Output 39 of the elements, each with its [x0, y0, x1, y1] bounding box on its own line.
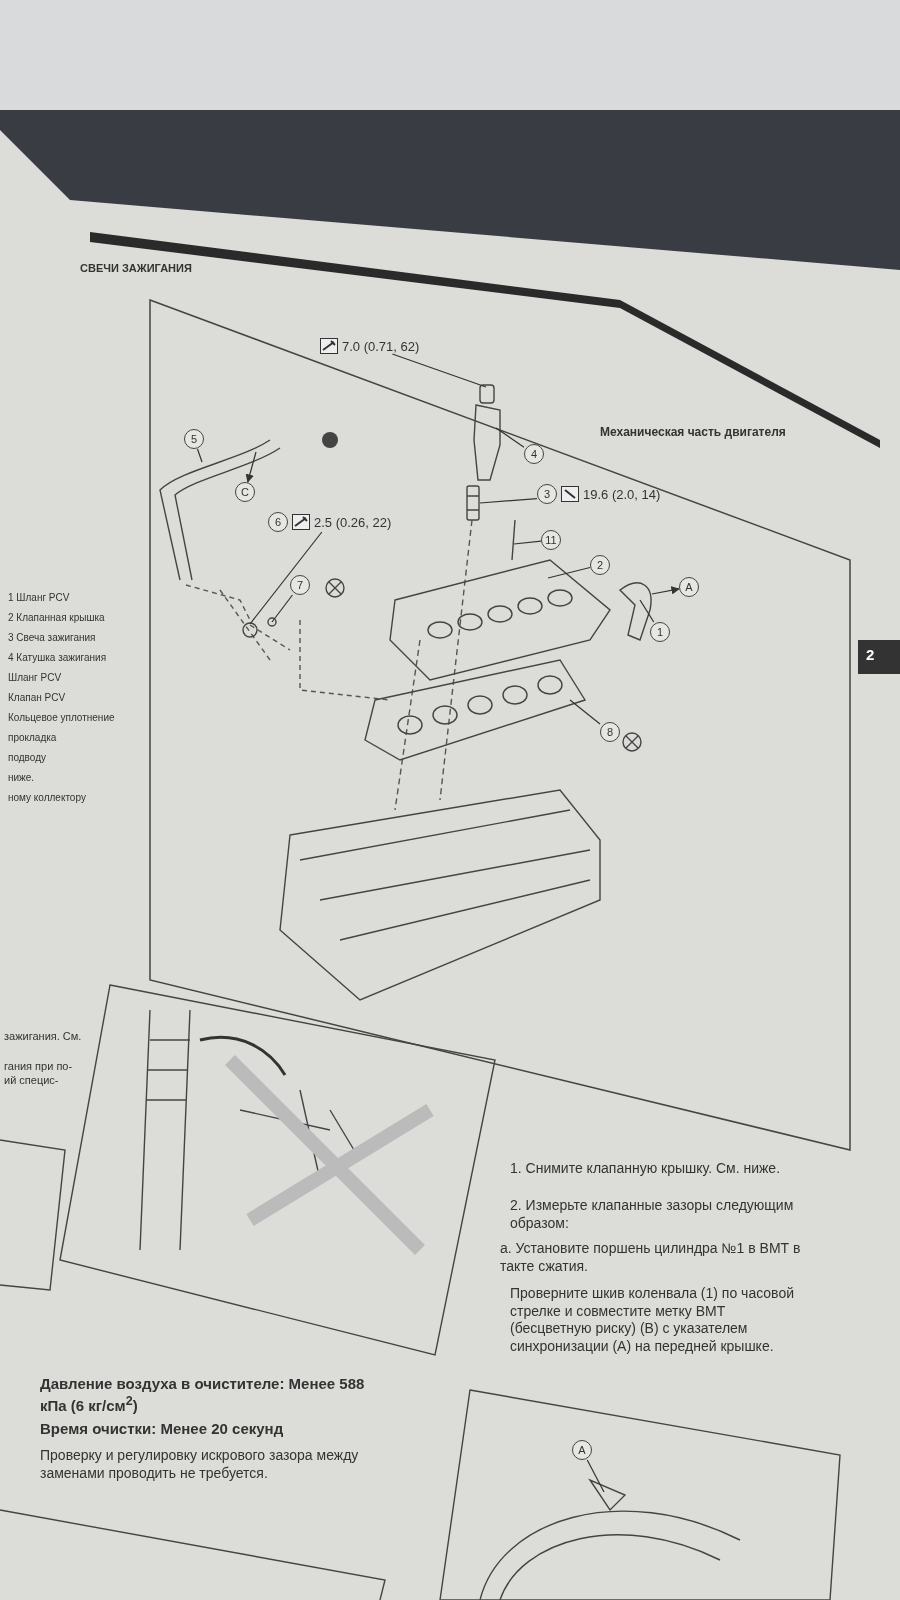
leader-line — [639, 599, 655, 623]
parts-list-item: Шланг PCV — [8, 672, 63, 685]
leader-line — [271, 594, 294, 623]
instruction-text: 1. Снимите клапанную крышку. См. ниже. — [510, 1160, 782, 1178]
instruction-text: 2. Измерьте клапанные зазоры следующим образом: — [510, 1197, 795, 1232]
leader-line — [391, 353, 487, 388]
leader-line — [547, 566, 591, 579]
instruction-text: a. Установите поршень цилиндра №1 в ВМТ в такте сжатия. — [500, 1240, 802, 1275]
torque-value: 19.6 (2.0, 14) — [583, 486, 661, 502]
parts-list-item: 1 Шланг PCV — [8, 592, 71, 605]
specification-text: Давление воздуха в очистителе: Менее 588 кПа (6 кг/см$^{2}$) — [40, 1375, 366, 1416]
parts-list-item: 3 Свеча зажигания — [8, 632, 97, 645]
arrow — [245, 451, 257, 483]
parts-list-item: ниже. — [8, 772, 36, 785]
chapter-number: 2 — [866, 646, 876, 665]
instruction-text: Проверните шкив коленвала (1) по часовой стрелке и совместите метку ВМТ (бесцветную риску) (B) с указателем синхронизации (A) на передней крышке. — [510, 1285, 795, 1355]
instruction-text: Проверку и регулировку искрового зазора между заменами проводить не требуется. — [40, 1447, 360, 1482]
parts-list-item: 2 Клапанная крышка — [8, 612, 106, 625]
leader-line — [196, 448, 203, 463]
parts-list-item: ному коллектору — [8, 792, 87, 805]
leader-line — [586, 1459, 605, 1493]
instruction-text: зажигания. См. — [4, 1030, 83, 1044]
arrow — [651, 586, 680, 595]
section-heading: СВЕЧИ ЗАЖИГАНИЯ — [80, 262, 193, 276]
leader-line — [249, 531, 323, 625]
torque-value: 2.5 (0.26, 22) — [314, 514, 392, 530]
parts-list-item: Клапан PCV — [8, 692, 67, 705]
leader-line — [479, 498, 538, 504]
leader-line — [495, 427, 525, 448]
torque-value: 7.0 (0.71, 62) — [342, 338, 420, 354]
parts-list-item: подводу — [8, 752, 47, 765]
instruction-text: гания при по- ий специс- — [4, 1060, 74, 1088]
specification-text: Время очистки: Менее 20 секунд — [40, 1420, 285, 1439]
leader-line — [569, 699, 601, 725]
parts-list-item: прокладка — [8, 732, 58, 745]
chapter-heading: Механическая часть двигателя — [600, 425, 787, 440]
parts-list-item: 4 Катушка зажигания — [8, 652, 108, 665]
leader-line — [513, 540, 542, 545]
parts-list-item: Кольцевое уплотнение — [8, 712, 116, 725]
